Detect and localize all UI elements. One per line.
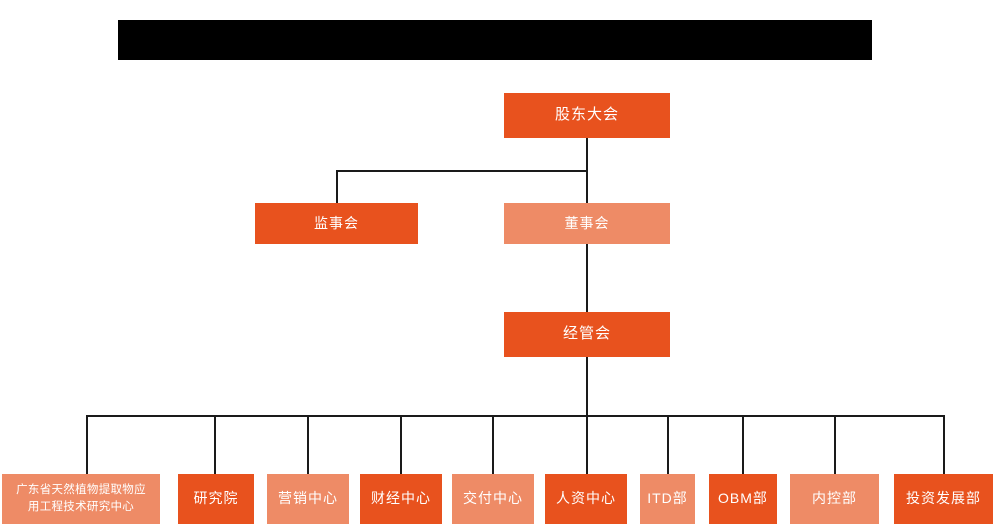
node-dept-delivery-center[interactable]: 交付中心 — [452, 474, 534, 524]
node-dept-obm-label: OBM部 — [718, 490, 768, 507]
connector-supervisors-drop — [336, 170, 338, 204]
connector-drop-dept-6 — [667, 415, 669, 475]
connector-drop-dept-3 — [400, 415, 402, 475]
node-dept-human-resources-center[interactable]: 人资中心 — [545, 474, 627, 524]
node-dept-engineering-research-center-label: 广东省天然植物提取物应 用工程技术研究中心 — [16, 484, 146, 513]
node-dept-itd[interactable]: ITD部 — [640, 474, 695, 524]
node-board-of-directors-label: 董事会 — [564, 214, 610, 231]
node-board-of-directors[interactable]: 董事会 — [504, 203, 670, 244]
connector-drop-dept-0 — [86, 415, 88, 475]
node-dept-investment-development-label: 投资发展部 — [906, 490, 981, 507]
connector-shareholders-horizontal — [336, 170, 588, 172]
node-board-of-supervisors-label: 监事会 — [314, 214, 359, 231]
node-dept-marketing-center-label: 营销中心 — [278, 490, 338, 507]
connector-shareholders-down — [586, 138, 588, 171]
node-management-committee-label: 经管会 — [562, 325, 611, 343]
node-management-committee[interactable]: 经管会 — [504, 312, 670, 357]
node-dept-research-institute-label: 研究院 — [193, 490, 239, 507]
redacted-title-banner — [118, 20, 872, 60]
connector-directors-drop — [586, 170, 588, 204]
node-dept-marketing-center[interactable]: 营销中心 — [267, 474, 349, 524]
node-shareholders-meeting[interactable]: 股东大会 — [504, 93, 670, 138]
node-dept-human-resources-center-label: 人资中心 — [556, 490, 616, 507]
connector-drop-dept-7 — [742, 415, 744, 475]
connector-department-bus — [86, 415, 945, 417]
node-dept-delivery-center-label: 交付中心 — [463, 490, 523, 507]
node-dept-engineering-research-center[interactable]: 广东省天然植物提取物应 用工程技术研究中心 — [2, 474, 160, 524]
connector-management-to-bus — [586, 357, 588, 416]
node-board-of-supervisors[interactable]: 监事会 — [255, 203, 418, 244]
node-shareholders-meeting-label: 股东大会 — [554, 106, 619, 124]
connector-drop-dept-4 — [492, 415, 494, 475]
node-dept-finance-center[interactable]: 财经中心 — [360, 474, 442, 524]
connector-directors-to-management — [586, 244, 588, 313]
connector-drop-dept-5 — [586, 415, 588, 475]
node-dept-internal-control[interactable]: 内控部 — [790, 474, 879, 524]
node-dept-obm[interactable]: OBM部 — [709, 474, 777, 524]
connector-drop-dept-8 — [834, 415, 836, 475]
node-dept-finance-center-label: 财经中心 — [371, 490, 431, 507]
node-dept-investment-development[interactable]: 投资发展部 — [894, 474, 993, 524]
connector-drop-dept-2 — [307, 415, 309, 475]
node-dept-internal-control-label: 内控部 — [812, 490, 857, 507]
node-dept-itd-label: ITD部 — [647, 490, 688, 507]
connector-drop-dept-9 — [943, 415, 945, 475]
node-dept-research-institute[interactable]: 研究院 — [178, 474, 254, 524]
connector-drop-dept-1 — [214, 415, 216, 475]
